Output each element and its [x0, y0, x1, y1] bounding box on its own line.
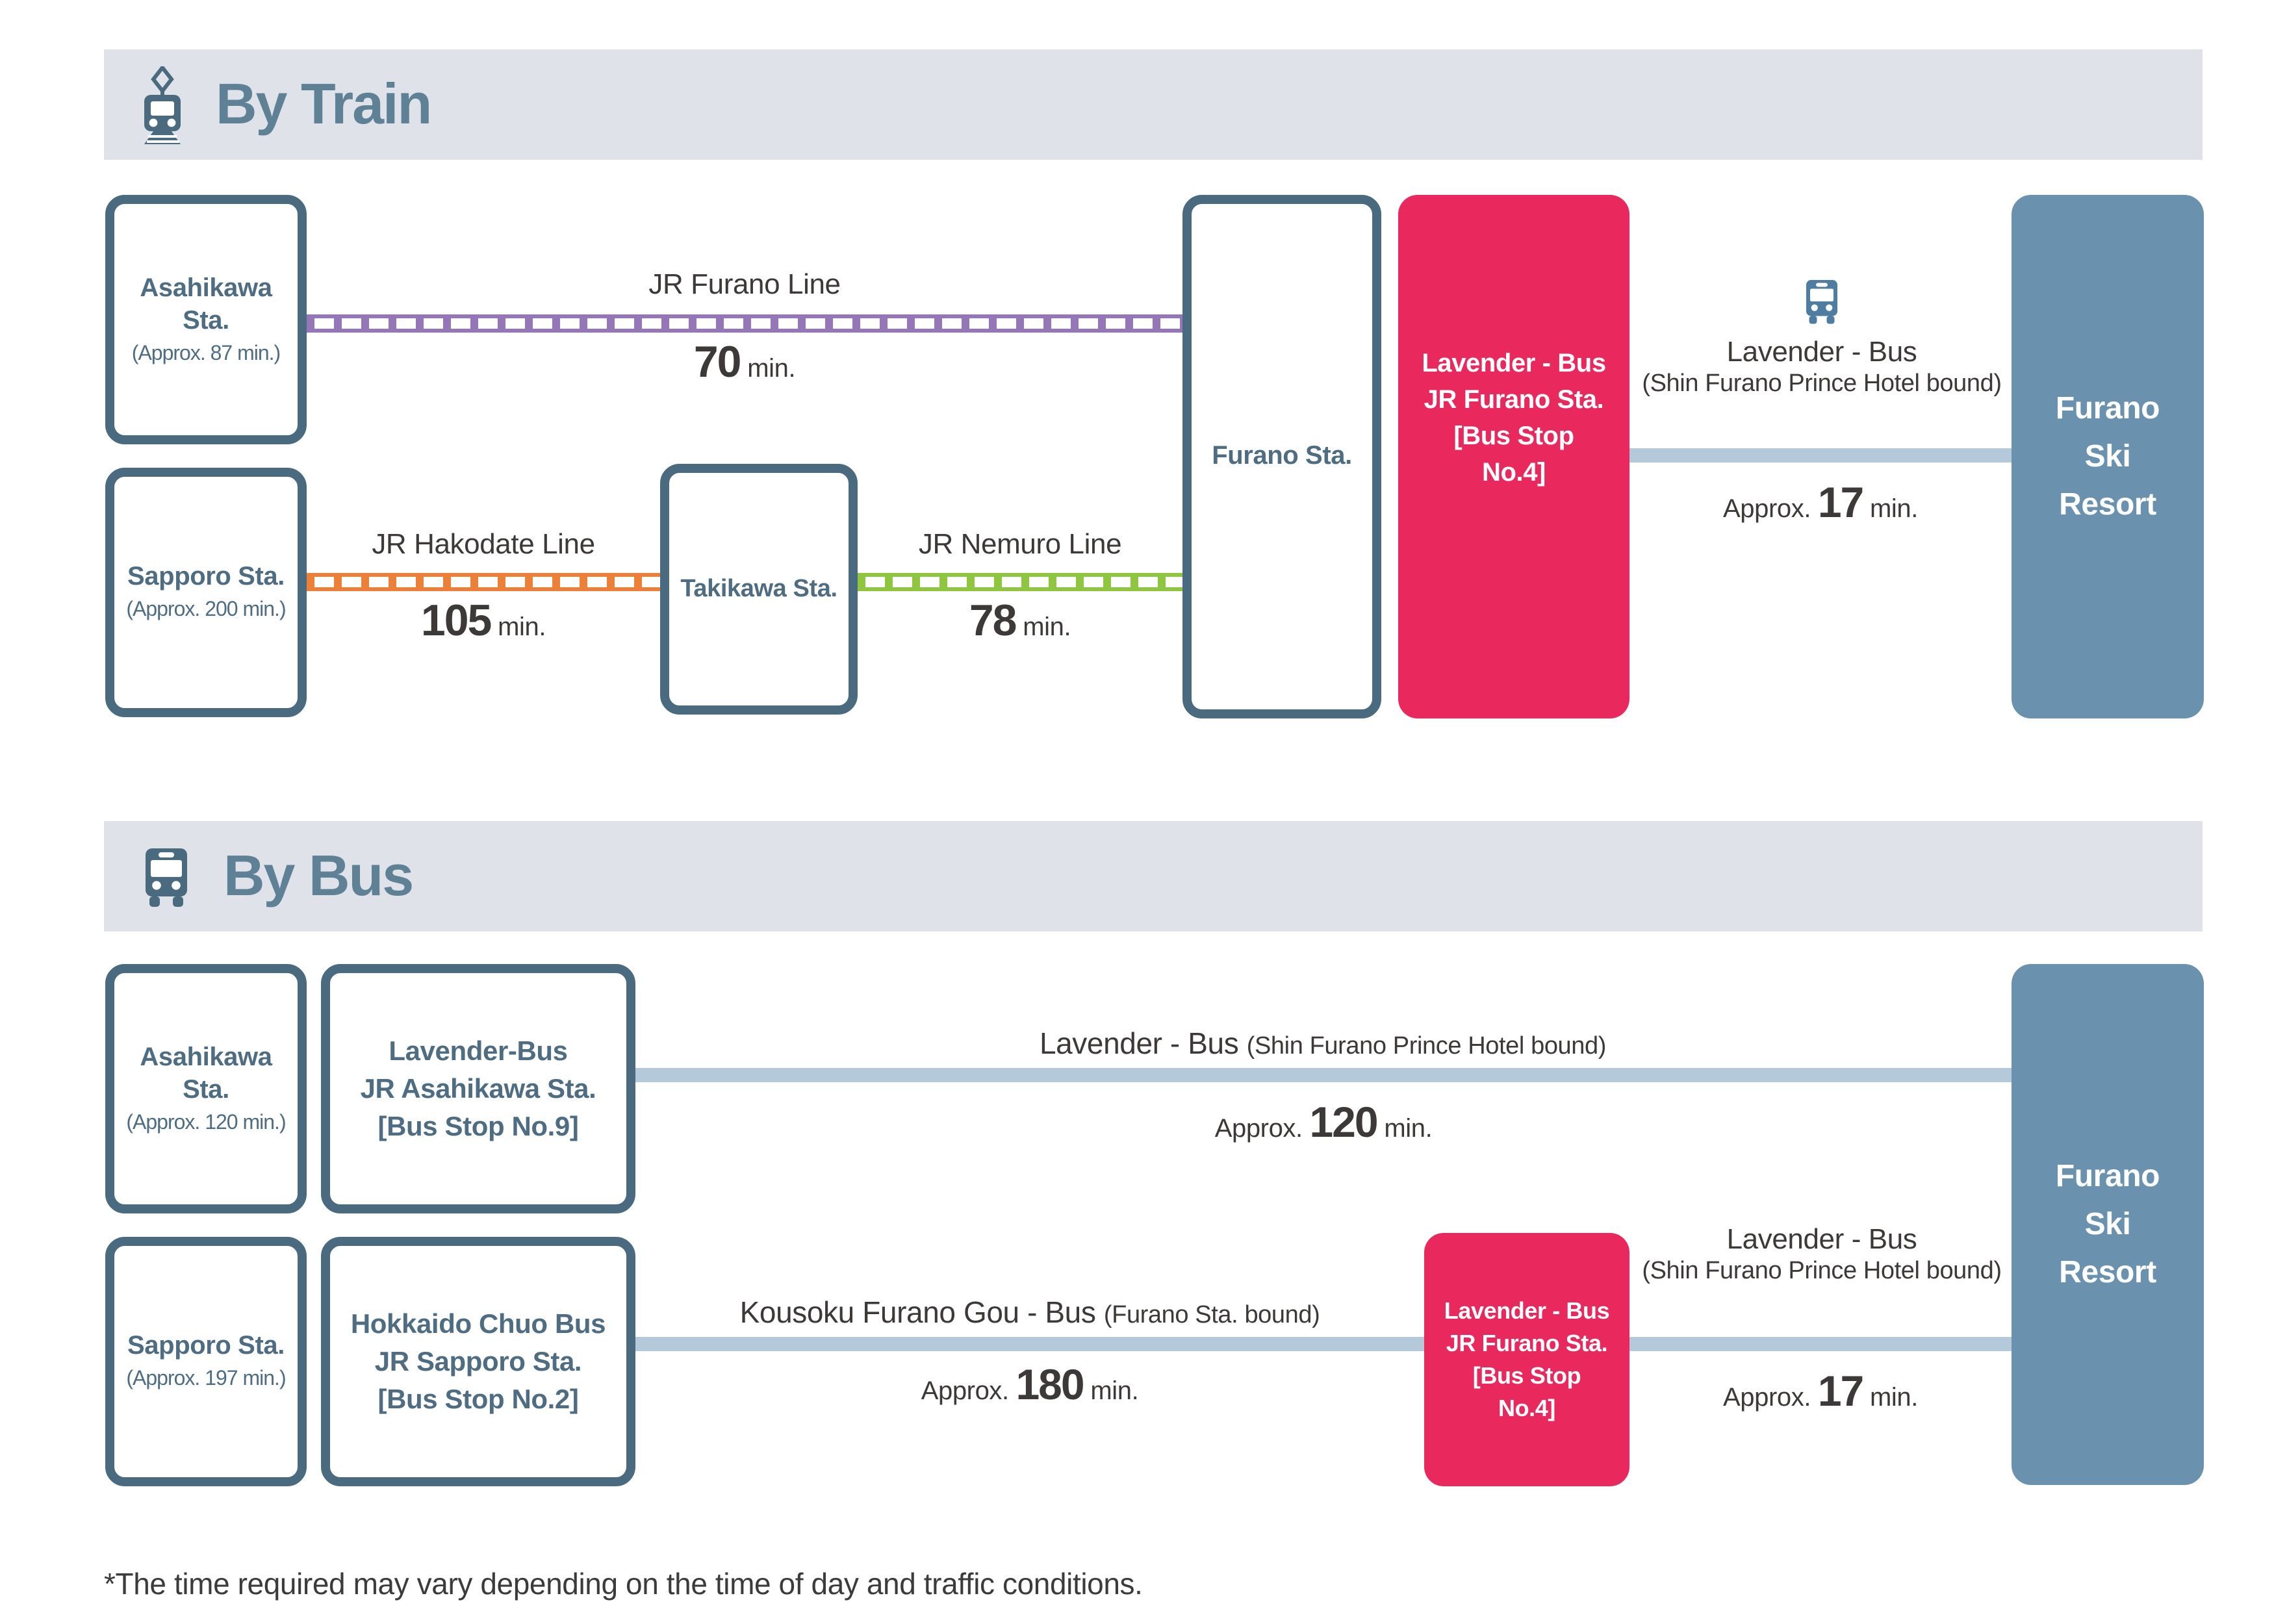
resort-line: Ski [2084, 1207, 2131, 1242]
by-bus-title: By Bus [224, 844, 414, 907]
kousoku-furano-gou-route-label: Kousoku Furano Gou - Bus (Furano Sta. bo… [635, 1295, 1424, 1330]
station-name: Sapporo Sta. [127, 1332, 285, 1360]
sapporo-station-box: Sapporo Sta. (Approx. 200 min.) [105, 468, 307, 717]
by-train-header: By Train [104, 49, 2203, 160]
train-icon [144, 66, 181, 144]
resort-line: Ski [2084, 439, 2131, 474]
furano-ski-resort-box: Furano Ski Resort [2012, 964, 2204, 1485]
asahikawa-station-box: Asahikawa Sta. (Approx. 120 min.) [105, 964, 307, 1213]
duration-value: 78 [969, 596, 1017, 646]
duration-unit: min. [498, 613, 546, 642]
resort-line: Resort [2059, 1255, 2156, 1290]
duration-unit: min. [1869, 1384, 1918, 1412]
duration-unit: min. [1869, 495, 1918, 524]
bus-stop-line: JR Furano Sta. [1446, 1330, 1608, 1356]
footnote: *The time required may vary depending on… [104, 1567, 1143, 1601]
jr-hakodate-line-label: JR Hakodate Line [372, 527, 595, 560]
approx-label: Approx. [1723, 1384, 1811, 1412]
station-approx-time: (Approx. 197 min.) [126, 1368, 286, 1390]
bus-duration: Approx. 17 min. [1629, 478, 2012, 527]
asahikawa-bus-stop-box: Lavender-Bus JR Asahikawa Sta. [Bus Stop… [321, 964, 635, 1213]
bus-connector-line [635, 1337, 1424, 1351]
bus-route-name: Lavender - Bus [1726, 1223, 1917, 1255]
jr-hakodate-line-track [307, 573, 660, 591]
station-name: Sapporo Sta. [127, 563, 285, 591]
bus-route-bound: (Shin Furano Prince Hotel bound) [1642, 1258, 2002, 1285]
by-bus-header: By Bus [104, 821, 2203, 932]
duration-value: 120 [1309, 1098, 1378, 1146]
bus-connector-line [1629, 1337, 2012, 1351]
bus-stop-line: JR Furano Sta. [1424, 385, 1604, 414]
jr-nemuro-line-track [858, 573, 1182, 591]
duration-value: 105 [420, 596, 492, 646]
approx-label: Approx. [1723, 495, 1811, 524]
duration-unit: min. [1384, 1115, 1433, 1143]
lavender-bus-stop-box: Lavender - Bus JR Furano Sta. [Bus Stop … [1398, 195, 1629, 718]
bus-route-name: Lavender - Bus [1726, 335, 1917, 368]
duration-unit: min. [1090, 1377, 1139, 1406]
furano-ski-resort-box: Furano Ski Resort [2012, 195, 2204, 718]
bus-route-bound: (Furano Sta. bound) [1103, 1302, 1320, 1329]
station-approx-time: (Approx. 200 min.) [126, 599, 286, 621]
furano-station-box: Furano Sta. [1182, 195, 1381, 718]
lavender-bus-route-label: Lavender - Bus (Shin Furano Prince Hotel… [868, 1026, 1778, 1061]
station-name: Asahikawa Sta. [140, 1043, 272, 1104]
duration-value: 17 [1817, 1367, 1864, 1415]
sapporo-station-box: Sapporo Sta. (Approx. 197 min.) [105, 1237, 307, 1486]
bus-stop-line: [Bus Stop [1453, 422, 1574, 450]
jr-furano-line-track [307, 314, 1182, 333]
bus-stop-lines: Lavender-Bus JR Asahikawa Sta. [Bus Stop… [360, 1036, 596, 1141]
resort-line: Furano [2055, 1159, 2160, 1194]
jr-furano-line-label: JR Furano Line [648, 268, 841, 300]
bus-duration: Approx. 120 min. [635, 1098, 2012, 1147]
asahikawa-station-box: Asahikawa Sta. (Approx. 87 min.) [105, 195, 307, 444]
lavender-bus-transfer-info: Lavender - Bus (Shin Furano Prince Hotel… [1640, 278, 2004, 400]
bus-connector-line [1629, 448, 2012, 463]
station-approx-time: (Approx. 87 min.) [131, 342, 281, 364]
station-approx-time: (Approx. 120 min.) [126, 1111, 286, 1134]
duration-value: 180 [1016, 1360, 1084, 1408]
bus-route-name: Kousoku Furano Gou - Bus [739, 1295, 1096, 1329]
bus-route-name: Lavender - Bus [1039, 1026, 1239, 1060]
duration-value: 17 [1817, 478, 1864, 526]
station-name: Takikawa Sta. [680, 576, 837, 603]
jr-nemuro-line-duration: 78 min. [825, 596, 1215, 647]
bus-stop-line: No.4] [1498, 1395, 1555, 1421]
bus-route-bound: (Shin Furano Prince Hotel bound) [1246, 1033, 1607, 1060]
bus-stop-line: No.4] [1481, 458, 1546, 487]
approx-label: Approx. [921, 1377, 1009, 1406]
bus-icon [146, 848, 187, 906]
duration-value: 70 [693, 338, 742, 387]
bus-connector-line [635, 1068, 2012, 1082]
bus-duration: Approx. 17 min. [1629, 1367, 2012, 1416]
bus-icon [1806, 280, 1837, 324]
duration-unit: min. [747, 355, 796, 383]
resort-line: Resort [2059, 487, 2156, 522]
station-name: Furano Sta. [1212, 442, 1352, 470]
bus-stop-line: Lavender - Bus [1422, 349, 1606, 377]
bus-route-bound: (Shin Furano Prince Hotel bound) [1642, 370, 2002, 398]
station-name: Asahikawa Sta. [140, 273, 272, 335]
approx-label: Approx. [1214, 1115, 1303, 1143]
bus-stop-line: Lavender - Bus [1444, 1297, 1610, 1323]
takikawa-station-box: Takikawa Sta. [660, 464, 858, 715]
lavender-bus-stop-box: Lavender - Bus JR Furano Sta. [Bus Stop … [1424, 1233, 1629, 1486]
sapporo-bus-stop-box: Hokkaido Chuo Bus JR Sapporo Sta. [Bus S… [321, 1237, 635, 1486]
bus-stop-lines: Hokkaido Chuo Bus JR Sapporo Sta. [Bus S… [350, 1309, 606, 1414]
jr-nemuro-line-label: JR Nemuro Line [918, 527, 1122, 560]
jr-furano-line-duration: 70 min. [550, 338, 939, 388]
bus-stop-line: [Bus Stop [1472, 1362, 1581, 1388]
duration-unit: min. [1023, 613, 1071, 642]
bus-duration: Approx. 180 min. [635, 1360, 1424, 1410]
resort-line: Furano [2055, 391, 2160, 426]
by-train-title: By Train [216, 72, 432, 136]
lavender-bus-transfer-info: Lavender - Bus (Shin Furano Prince Hotel… [1640, 1221, 2004, 1288]
jr-hakodate-line-duration: 105 min. [288, 596, 678, 647]
